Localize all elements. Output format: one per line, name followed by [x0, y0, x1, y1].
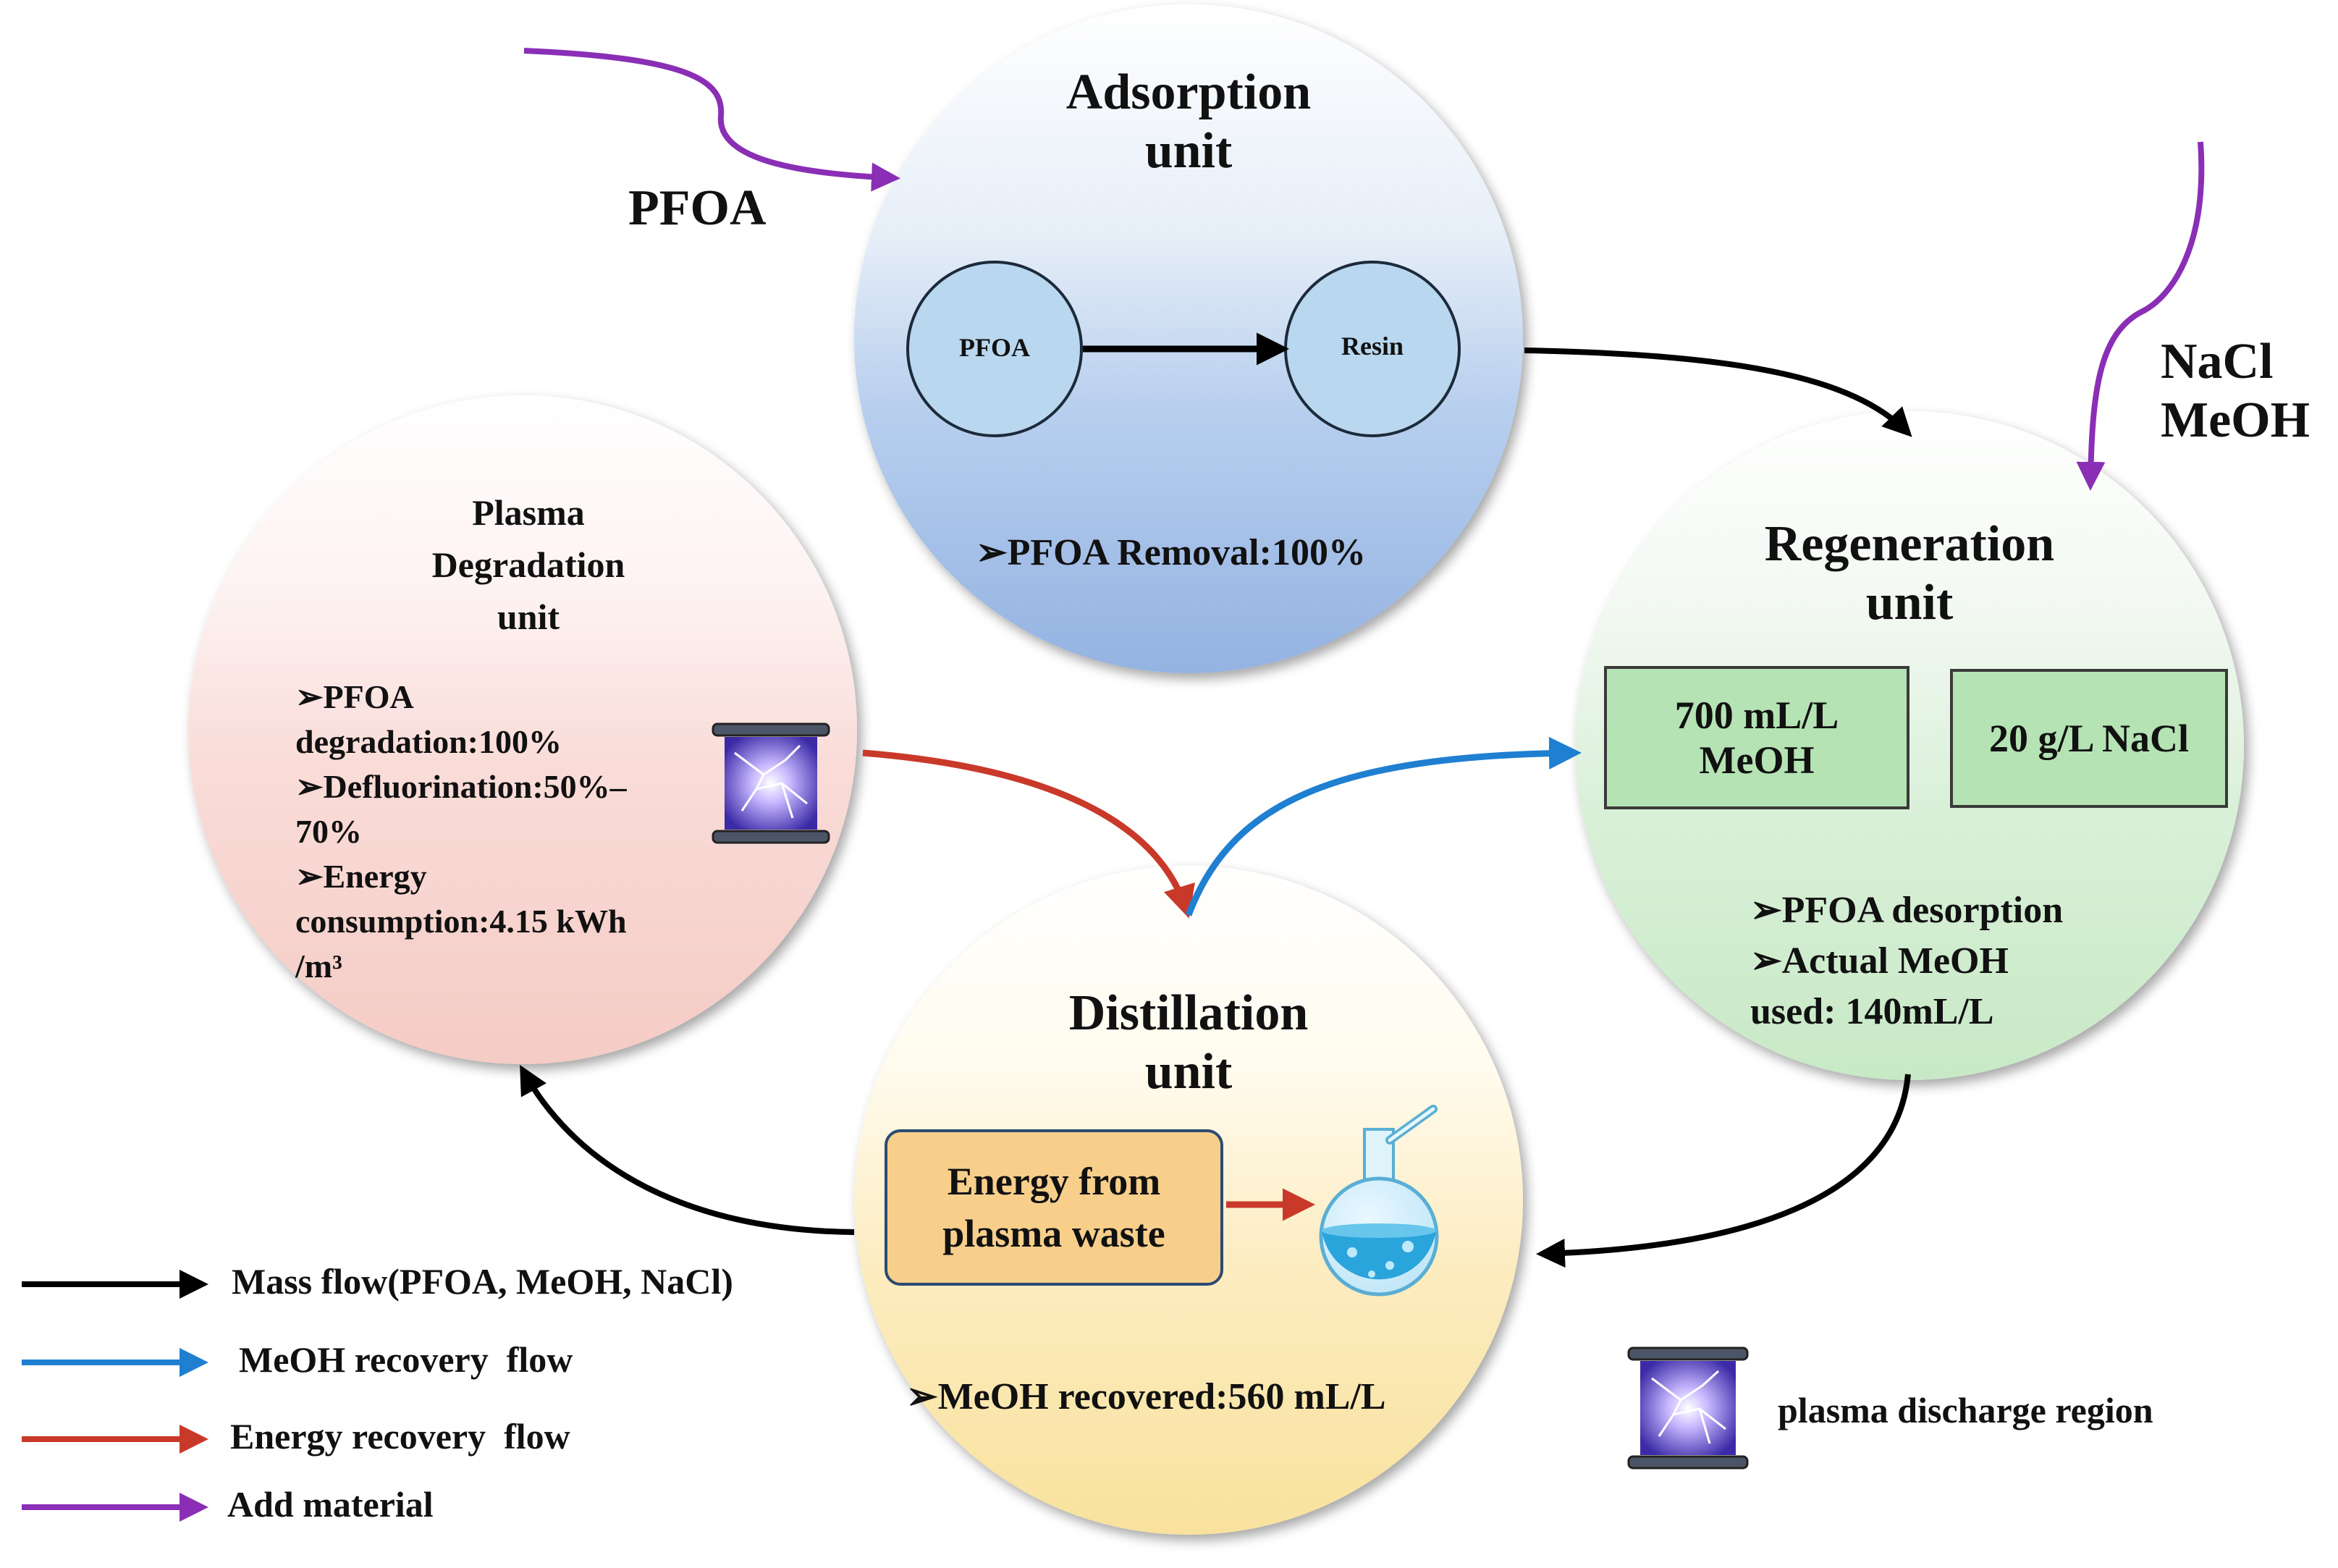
pfoa-node-label: PFOA: [959, 333, 1030, 362]
energy-box-line1: Energy from: [947, 1160, 1161, 1203]
distillation-title: Distillation unit: [971, 985, 1406, 1101]
meoh-concentration-line1: 700 mL/L: [1674, 694, 1839, 737]
plasma-title-line2: Degradation: [431, 544, 625, 585]
meoh-recovered-text: ➢MeOH recovered:560 mL/L: [906, 1376, 1386, 1417]
flask-icon: [1319, 1105, 1439, 1297]
energy-consumption-line3: /m³: [295, 948, 342, 985]
legend-energy-recovery-label: Energy recovery flow: [230, 1416, 570, 1457]
pfoa-removal-text: ➢PFOA Removal:100%: [976, 532, 1366, 573]
pfoa-degradation-line2: degradation:100%: [295, 723, 562, 760]
legend-plasma-discharge-icon: [1627, 1346, 1749, 1470]
legend-mass-flow-label: Mass flow(PFOA, MeOH, NaCl): [232, 1261, 733, 1302]
defluorination-line2: 70%: [295, 813, 362, 850]
meoh-concentration-line2: MeOH: [1699, 738, 1815, 782]
actual-meoh-text: ➢Actual MeOH: [1750, 940, 2009, 982]
nacl-meoh-input-label: NaCl MeOH: [2161, 333, 2310, 450]
pfoa-desorption-text: ➢PFOA desorption: [1750, 890, 2064, 931]
nacl-meoh-input-arrow: [2076, 141, 2205, 491]
meoh-used-text: used: 140mL/L: [1750, 990, 1994, 1032]
plasma-bullets: ➢PFOA degradation:100% ➢Defluorination:5…: [295, 675, 701, 989]
energy-consumption-line2: consumption:4.15 kWh: [295, 903, 627, 940]
plasma-unit-circle: [188, 395, 857, 1064]
pfoa-degradation-line1: ➢PFOA: [295, 678, 414, 715]
distillation-to-plasma-arrow: [520, 1064, 855, 1235]
pfoa-node: [906, 261, 1083, 437]
adsorption-to-regeneration-arrow: [1524, 347, 1912, 437]
meoh-concentration-box: 700 mL/L MeOH: [1604, 666, 1909, 809]
nacl-input-label: NaCl: [2161, 334, 2274, 389]
adsorption-title-line2: unit: [1144, 122, 1233, 179]
energy-from-plasma-waste-box: Energy from plasma waste: [885, 1129, 1223, 1286]
plasma-title: Plasma Degradation unit: [347, 486, 709, 643]
legend-meoh-recovery-label: MeOH recovery flow: [239, 1339, 573, 1380]
adsorption-unit-circle: [854, 4, 1523, 673]
resin-node-label: Resin: [1341, 332, 1404, 361]
distillation-title-line2: unit: [1144, 1043, 1233, 1100]
energy-box-line2: plasma waste: [942, 1212, 1165, 1255]
nacl-concentration-box: 20 g/L NaCl: [1950, 669, 2228, 808]
regeneration-title-line2: unit: [1865, 574, 1954, 631]
meoh-recovery-arrow: [1185, 736, 1582, 916]
regeneration-bullets: ➢PFOA desorption ➢Actual MeOH used: 140m…: [1750, 889, 2185, 1033]
regeneration-title: Regeneration unit: [1656, 515, 2163, 632]
meoh-input-label: MeOH: [2161, 392, 2310, 448]
energy-consumption-line1: ➢Energy: [295, 858, 427, 895]
plasma-discharge-icon: [712, 722, 830, 844]
legend-add-material-label: Add material: [227, 1484, 434, 1525]
adsorption-title-line1: Adsorption: [1065, 64, 1312, 120]
distillation-title-line1: Distillation: [1068, 985, 1309, 1041]
defluorination-line1: ➢Defluorination:50%–: [295, 768, 627, 805]
plasma-title-line1: Plasma: [472, 492, 585, 533]
pfoa-input-arrow: [523, 48, 900, 192]
adsorption-title: Adsorption unit: [971, 64, 1406, 180]
plasma-title-line3: unit: [497, 597, 560, 637]
legend-plasma-region-label: plasma discharge region: [1778, 1390, 2153, 1430]
regeneration-to-distillation-arrow: [1536, 1074, 1911, 1268]
regeneration-title-line1: Regeneration: [1764, 516, 2055, 572]
pfoa-input-label: PFOA: [628, 180, 767, 236]
energy-recovery-arrow: [862, 749, 1195, 919]
regeneration-unit-circle: [1575, 411, 2244, 1080]
